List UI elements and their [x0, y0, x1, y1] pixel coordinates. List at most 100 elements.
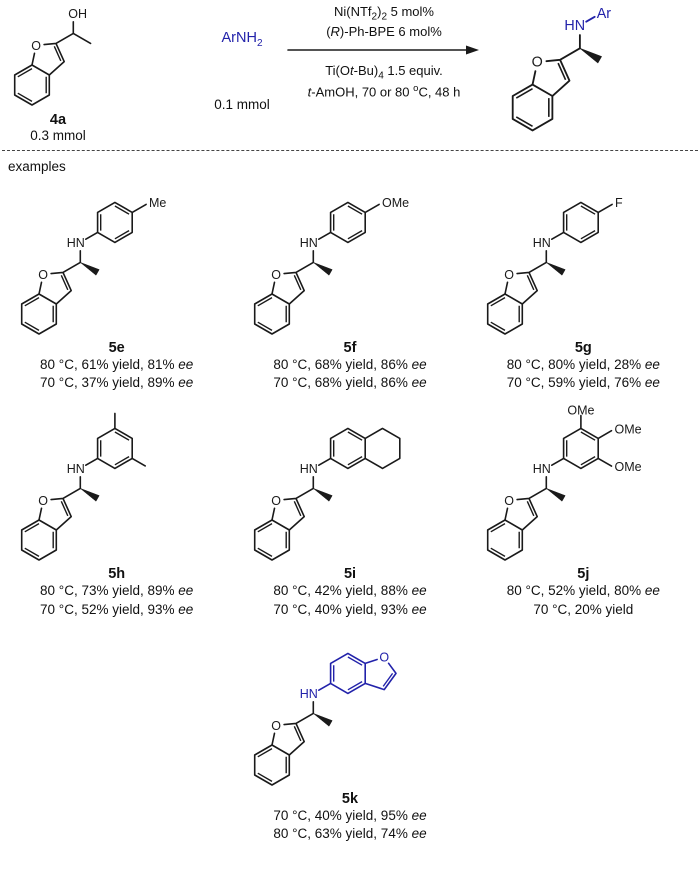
fluoro-label: F — [615, 196, 623, 210]
benzofuran-fragment — [253, 261, 315, 335]
n-aryl-bond — [84, 458, 99, 467]
conditions-block: Ni(NTf2)2 5 mol% (R)-Ph-BPE 6 mol% Ti(Ot… — [280, 4, 488, 101]
methoxy-label: OMe — [615, 461, 642, 475]
methyl-label: Me — [149, 196, 166, 210]
n-aryl-bond — [551, 231, 565, 240]
methyl-wedge-bond — [79, 262, 100, 276]
amine-label: HN — [66, 236, 84, 250]
product-id: 5k — [341, 790, 359, 807]
result-line: 70 °C, 37% yield, 89% ee — [40, 375, 194, 391]
methyl-wedge-bond — [546, 488, 566, 502]
result-line: 70 °C, 59% yield, 76% ee — [506, 375, 660, 391]
benzofuran-fragment — [253, 488, 315, 562]
products-grid: HN Me 5e 80 °C, 61% yield, 81% ee 70 °C,… — [0, 176, 700, 619]
benzofuran-fragment — [487, 488, 548, 562]
product-id: 5h — [108, 566, 126, 583]
structure-5k: HN O — [253, 650, 397, 786]
structure-5i: HN — [253, 428, 401, 562]
benzofuran-fragment — [487, 261, 548, 335]
conditions-line-3: Ti(Ot-Bu)4 1.5 equiv. — [325, 63, 443, 83]
structure-5f: HN OMe — [253, 196, 409, 335]
ar-label: Ar — [597, 6, 612, 22]
methoxy-label: OMe — [615, 423, 642, 437]
substrate-id: 4a — [49, 112, 67, 128]
amine-block: ArNH2 0.1 mmol — [190, 0, 294, 112]
reaction-arrow-wrap — [280, 43, 488, 61]
substrate-block: OH 4a 0.3 mmol — [8, 4, 108, 143]
para-substituent-bond — [131, 203, 147, 214]
structure-5e: HN Me — [20, 196, 166, 335]
amine-label: HN — [300, 462, 318, 476]
benzofuran-fragment — [20, 261, 81, 335]
dimethyl-substituent-bonds — [113, 413, 146, 468]
reaction-arrow — [287, 45, 479, 55]
product-cell-5k: HN O 5k 70 °C, 40% yield, 95% ee 80 °C, … — [244, 627, 456, 843]
benzofuranyl-amine-group: HN O — [300, 650, 397, 701]
amine-label: HN — [300, 236, 318, 250]
result-line: 70 °C, 68% yield, 86% ee — [273, 375, 427, 391]
amine-label: HN — [300, 687, 318, 701]
structure-5j: HN OMe OMe OMe — [487, 404, 642, 562]
aryl-ring — [96, 428, 133, 470]
structure-5h: HN — [20, 413, 146, 562]
conditions-line-4: t-AmOH, 70 or 80 oC, 48 h — [307, 83, 461, 100]
substrate-amount: 0.3 mmol — [30, 128, 86, 143]
structure-4a: OH — [13, 7, 92, 106]
amine-label: HN — [533, 236, 551, 250]
conditions-line-2: (R)-Ph-BPE 6 mol% — [326, 23, 442, 39]
aryl-ring — [329, 428, 366, 470]
amine-amount: 0.1 mmol — [214, 96, 270, 112]
result-line: 70 °C, 40% yield, 95% ee — [273, 807, 427, 823]
reaction-scheme: OH 4a 0.3 mmol ArNH2 0.1 mmol Ni(NTf2)2 … — [0, 0, 700, 150]
cyclohexane-fused-ring — [364, 428, 401, 470]
product-cell-5f: HN OMe 5f 80 °C, 68% yield, 86% ee 70 °C… — [233, 176, 466, 392]
product-id: 5i — [343, 566, 357, 583]
benzofuran-fragment — [253, 712, 315, 786]
methyl-wedge-bond — [579, 48, 602, 64]
methoxy-label: OMe — [382, 196, 409, 210]
aryl-ring — [563, 428, 600, 470]
aryl-ring — [96, 201, 133, 244]
benzofuran-fragment — [13, 32, 75, 106]
product-id: 5j — [577, 566, 590, 583]
product-cell-5j: HN OMe OMe OMe 5j 80 °C, 52% yield, 80% … — [467, 402, 700, 618]
furan-ring-bonds — [364, 658, 397, 691]
product-id: 5g — [574, 340, 592, 356]
result-line: 80 °C, 42% yield, 88% ee — [273, 583, 427, 599]
n-aryl-bond — [317, 231, 332, 240]
methyl-bond — [72, 32, 92, 45]
arrow-head — [466, 45, 479, 55]
n-aryl-bond — [318, 682, 332, 691]
scheme-product-block: HN Ar — [505, 2, 695, 135]
product-cell-5g: HN F 5g 80 °C, 80% yield, 28% ee 70 °C, … — [467, 176, 700, 392]
aryl-ring — [329, 201, 366, 244]
result-line: 80 °C, 61% yield, 81% ee — [40, 357, 194, 372]
dashed-divider — [2, 150, 698, 151]
n-aryl-bond — [551, 458, 565, 467]
result-line: 70 °C, 40% yield, 93% ee — [273, 601, 427, 617]
product-cell-5e: HN Me 5e 80 °C, 61% yield, 81% ee 70 °C,… — [0, 176, 233, 392]
n-aryl-bond — [317, 458, 332, 467]
result-line: 80 °C, 68% yield, 86% ee — [273, 357, 427, 372]
conditions-line-1: Ni(NTf2)2 5 mol% — [334, 4, 434, 23]
para-substituent-bond — [364, 203, 380, 214]
oxygen-label: O — [379, 650, 389, 664]
hn-ar-group: HN Ar — [564, 6, 611, 34]
result-line: 80 °C, 63% yield, 74% ee — [273, 826, 427, 842]
structure-product-generic: HN Ar — [511, 6, 611, 132]
result-line: 70 °C, 20% yield — [533, 601, 634, 617]
n-aryl-bond — [84, 231, 99, 240]
amine-label: HN — [564, 18, 585, 34]
methyl-wedge-bond — [313, 488, 333, 502]
aryl-ring — [563, 201, 600, 244]
hydroxyl-label: OH — [68, 7, 87, 21]
amine-label: HN — [66, 462, 84, 476]
aryl-ring — [329, 652, 367, 695]
structure-5g: HN F — [487, 196, 623, 335]
methoxy-label: OMe — [568, 404, 595, 418]
trimethoxy-substituent-bonds — [580, 415, 613, 468]
furan-double-bond — [382, 672, 394, 687]
para-substituent-bond — [597, 203, 614, 214]
result-line: 70 °C, 52% yield, 93% ee — [40, 601, 194, 617]
result-line: 80 °C, 73% yield, 89% ee — [40, 583, 194, 599]
